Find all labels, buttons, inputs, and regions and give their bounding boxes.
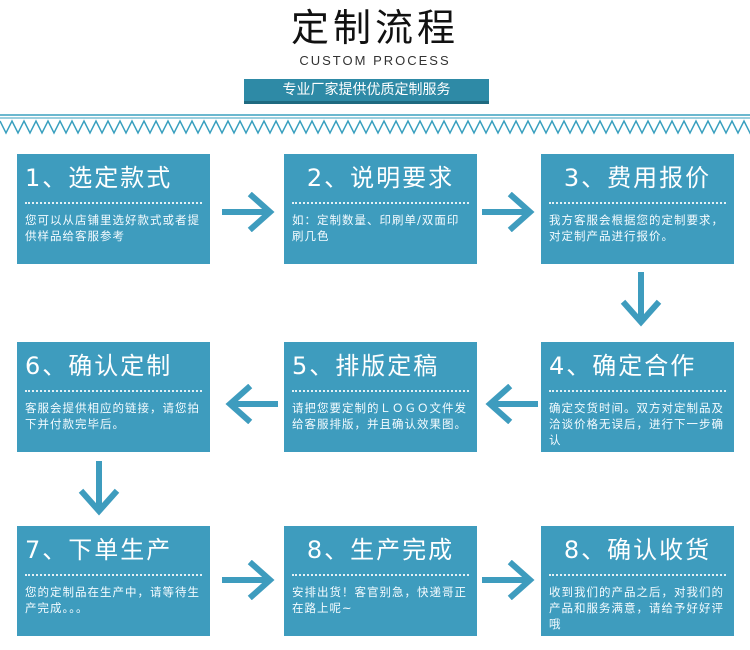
step-divider: [25, 202, 202, 204]
arrow-left-icon: [225, 384, 278, 424]
arrow-left-icon: [485, 384, 538, 424]
step-divider: [549, 574, 726, 576]
step-title: 1、选定款式: [25, 164, 173, 192]
step-title: 4、确定合作: [549, 352, 697, 380]
step-divider: [292, 574, 469, 576]
step-divider: [549, 202, 726, 204]
step-2-card: 2、说明要求 如：定制数量、印刷单/双面印刷几色: [284, 154, 477, 264]
step-title: 2、说明要求: [306, 164, 455, 192]
step-description: 我方客服会根据您的定制要求，对定制产品进行报价。: [549, 213, 724, 243]
step-divider: [25, 390, 202, 392]
page-title: 定制流程: [290, 6, 459, 50]
step-description: 安排出货！客官别急，快递哥正在路上呢~: [292, 585, 467, 615]
tagline-banner: 专业厂家提供优质定制服务: [244, 79, 489, 101]
page-subtitle: CUSTOM PROCESS: [299, 53, 451, 68]
step-divider: [292, 202, 469, 204]
step-description: 请把您要定制的ＬＯＧＯ文件发给客服排版，并且确认效果图。: [292, 401, 467, 431]
step-description: 客服会提供相应的链接，请您拍下并付款完毕后。: [25, 401, 200, 431]
arrow-right-icon: [222, 192, 275, 232]
step-description: 您可以从店铺里选好款式或者提供样品给客服参考: [25, 213, 200, 243]
step-title: 7、下单生产: [25, 536, 173, 564]
step-6-card: 6、确认定制 客服会提供相应的链接，请您拍下并付款完毕后。: [17, 342, 210, 452]
arrow-down-icon: [78, 461, 120, 516]
step-8-card: 8、生产完成 安排出货！客官别急，快递哥正在路上呢~: [284, 526, 477, 636]
step-9-card: 8、确认收货 收到我们的产品之后，对我们的产品和服务满意，请给予好好评哦: [541, 526, 734, 636]
step-title: 8、生产完成: [306, 536, 455, 564]
step-divider: [292, 390, 469, 392]
arrow-right-icon: [482, 560, 535, 600]
step-description: 如：定制数量、印刷单/双面印刷几色: [292, 213, 460, 243]
step-description: 确定交货时间。双方对定制品及洽谈价格无误后，进行下一步确认: [549, 401, 724, 447]
step-title: 5、排版定稿: [292, 352, 440, 380]
step-7-card: 7、下单生产 您的定制品在生产中，请等待生产完成。。。: [17, 526, 210, 636]
step-title: 6、确认定制: [25, 352, 173, 380]
zigzag-divider: [0, 114, 750, 135]
arrow-down-icon: [620, 272, 662, 327]
arrow-right-icon: [482, 192, 535, 232]
step-5-card: 5、排版定稿 请把您要定制的ＬＯＧＯ文件发给客服排版，并且确认效果图。: [284, 342, 477, 452]
step-4-card: 4、确定合作 确定交货时间。双方对定制品及洽谈价格无误后，进行下一步确认: [541, 342, 734, 452]
step-divider: [25, 574, 202, 576]
step-divider: [549, 390, 726, 392]
step-3-card: 3、费用报价 我方客服会根据您的定制要求，对定制产品进行报价。: [541, 154, 734, 264]
step-description: 您的定制品在生产中，请等待生产完成。。。: [25, 585, 200, 615]
step-description: 收到我们的产品之后，对我们的产品和服务满意，请给予好好评哦: [549, 585, 724, 631]
step-title: 8、确认收货: [563, 536, 712, 564]
arrow-right-icon: [222, 560, 275, 600]
step-title: 3、费用报价: [563, 164, 712, 192]
step-1-card: 1、选定款式 您可以从店铺里选好款式或者提供样品给客服参考: [17, 154, 210, 264]
